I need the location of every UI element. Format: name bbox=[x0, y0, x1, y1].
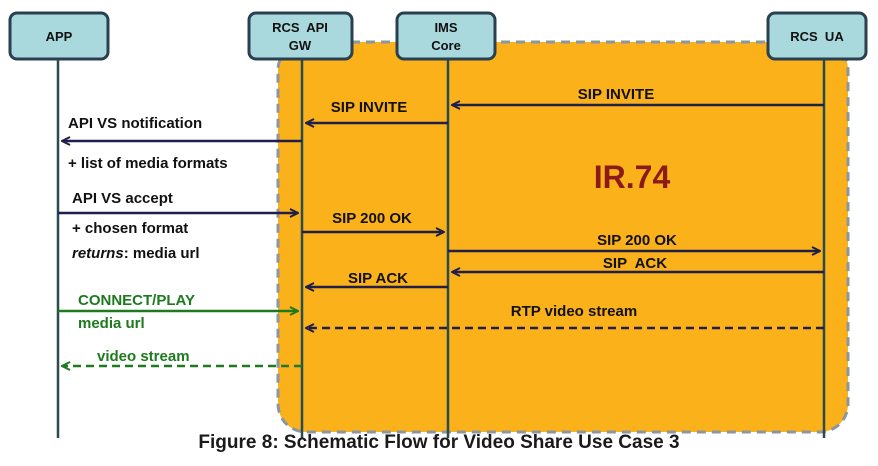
message-m8-label: SIP ACK bbox=[348, 270, 408, 287]
region-label: IR.74 bbox=[594, 159, 671, 195]
note-media-url-green: media url bbox=[78, 315, 145, 332]
participant-gw: RCS API GW bbox=[247, 11, 354, 61]
figure-caption: Figure 8: Schematic Flow for Video Share… bbox=[198, 432, 680, 453]
participant-ims-label-2: Core bbox=[431, 38, 461, 53]
note-media-formats: + list of media formats bbox=[68, 155, 228, 172]
note-returns-prefix: returns bbox=[72, 245, 124, 262]
message-m2-label: SIP INVITE bbox=[331, 99, 407, 116]
participant-ua: RCS UA bbox=[766, 11, 868, 61]
notes: + list of media formats + chosen format … bbox=[68, 155, 228, 332]
message-m1-label: SIP INVITE bbox=[578, 86, 654, 103]
message-m6-label: SIP 200 OK bbox=[597, 232, 677, 249]
message-m5-label: SIP 200 OK bbox=[332, 210, 412, 227]
ir74-region bbox=[276, 40, 850, 434]
participant-ua-label: RCS UA bbox=[790, 29, 844, 44]
messages bbox=[58, 105, 824, 366]
note-returns-text: : media url bbox=[124, 245, 200, 262]
message-m9-label: CONNECT/PLAY bbox=[78, 292, 195, 309]
participant-ims-label-1: IMS bbox=[434, 20, 457, 35]
participant-app: APP bbox=[8, 11, 110, 61]
note-chosen-format: + chosen format bbox=[72, 220, 188, 237]
participant-gw-label-2: GW bbox=[289, 38, 312, 53]
participant-ims: IMS Core bbox=[395, 11, 497, 61]
message-m4-label: API VS accept bbox=[72, 190, 173, 207]
message-labels: SIP INVITE SIP INVITE API VS notificatio… bbox=[68, 86, 677, 365]
message-m10-label: RTP video stream bbox=[511, 303, 637, 320]
lifelines bbox=[56, 60, 826, 438]
participant-gw-label-1: RCS API bbox=[272, 20, 328, 35]
message-m3-label: API VS notification bbox=[68, 115, 202, 132]
note-returns-media-url: returns: media url bbox=[72, 245, 200, 262]
message-m7-label: SIP ACK bbox=[603, 255, 667, 272]
message-m11-label: video stream bbox=[97, 348, 190, 365]
participant-app-label: APP bbox=[46, 29, 73, 44]
